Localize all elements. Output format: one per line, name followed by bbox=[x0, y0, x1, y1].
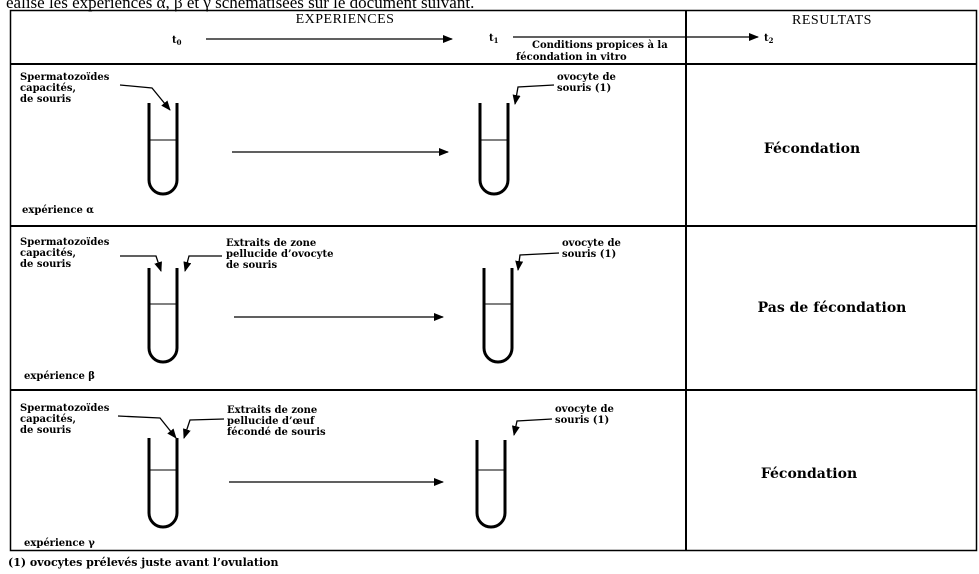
pointer-arrow bbox=[511, 418, 553, 436]
time-t0: t0 bbox=[172, 35, 182, 47]
experiment-alpha: Spermatozoïdes capacités, de souris ovoc… bbox=[20, 72, 860, 216]
test-tube-left bbox=[147, 268, 179, 364]
test-tube-right bbox=[478, 103, 510, 196]
time-t1: t1 bbox=[489, 33, 499, 45]
experiment-gamma: Spermatozoïdes capacités, de souris Extr… bbox=[20, 403, 857, 549]
test-tube-right bbox=[475, 440, 507, 529]
footnote: (1) ovocytes prélevés juste avant l’ovul… bbox=[8, 556, 279, 569]
ovocyte-label: ovocyte de souris (1) bbox=[562, 238, 624, 260]
experiment-name: expérience β bbox=[24, 371, 95, 382]
test-tube-right bbox=[482, 268, 514, 364]
table-frame bbox=[9, 9, 978, 552]
header-experiences: EXPERIENCES bbox=[296, 12, 395, 27]
pointer-arrow bbox=[183, 255, 222, 272]
experiment-name: expérience α bbox=[22, 205, 94, 216]
pointer-arrow bbox=[183, 418, 225, 439]
ovocyte-label: ovocyte de souris (1) bbox=[555, 404, 617, 426]
pointer-arrow bbox=[512, 84, 555, 105]
result-text: Fécondation bbox=[761, 466, 857, 482]
caption: éalise les expériences α, β et γ schémat… bbox=[6, 0, 474, 12]
conditions-label-line2: fécondation in vitro bbox=[516, 52, 627, 63]
sperm-label: Spermatozoïdes capacités, de souris bbox=[20, 403, 113, 436]
sperm-label: Spermatozoïdes capacités, de souris bbox=[20, 237, 113, 270]
result-text: Fécondation bbox=[764, 141, 860, 157]
test-tube-left bbox=[147, 438, 179, 529]
header-resultats: RESULTATS bbox=[792, 13, 872, 28]
ovocyte-label: ovocyte de souris (1) bbox=[557, 72, 619, 94]
pointer-arrow bbox=[515, 252, 560, 271]
experiment-name: expérience γ bbox=[24, 538, 95, 549]
sperm-label: Spermatozoïdes capacités, de souris bbox=[20, 72, 113, 105]
pointer-arrow bbox=[117, 415, 177, 439]
experiment-beta: Spermatozoïdes capacités, de souris Extr… bbox=[20, 237, 906, 382]
result-text: Pas de fécondation bbox=[758, 300, 907, 316]
conditions-label-line1: Conditions propices à la bbox=[532, 40, 668, 51]
pointer-arrow bbox=[120, 255, 162, 272]
time-t2: t2 bbox=[764, 33, 774, 45]
extract-label: Extraits de zone pellucide d’œuf fécondé… bbox=[227, 405, 326, 438]
test-tube-left bbox=[147, 103, 179, 196]
extract-label: Extraits de zone pellucide d’ovocyte de … bbox=[226, 238, 337, 271]
table-header: EXPERIENCES RESULTATS t0 t1 t2 Condition… bbox=[172, 12, 872, 63]
pointer-arrow bbox=[119, 84, 171, 111]
